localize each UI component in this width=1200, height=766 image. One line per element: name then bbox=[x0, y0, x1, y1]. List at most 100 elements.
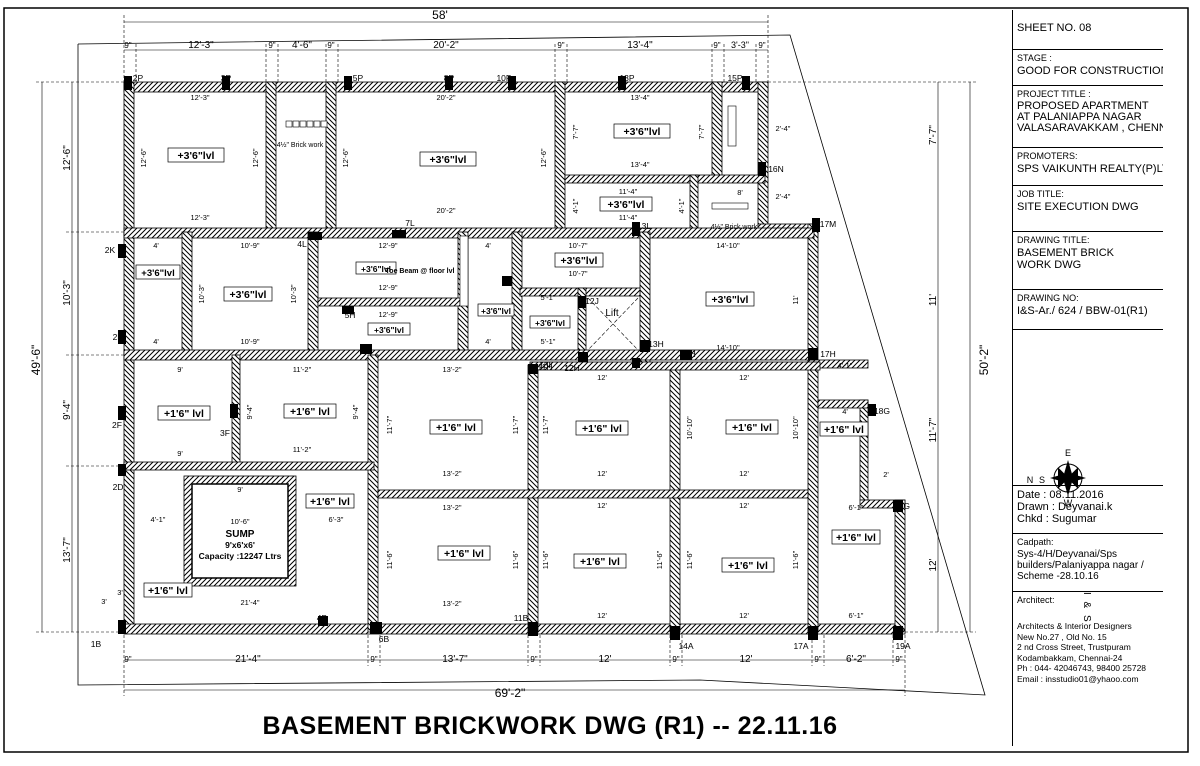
column-markers bbox=[118, 76, 903, 640]
room-dim: 11'-6" bbox=[511, 550, 520, 569]
level-tag: +3'6"lvl bbox=[481, 306, 511, 316]
drawn-value: Drawn : Deyvanai.k bbox=[1017, 501, 1113, 513]
level-tag: +1'6" lvl bbox=[728, 560, 768, 572]
bottom-dim-2: 13'-7" bbox=[442, 654, 468, 665]
architect-label: Architect: bbox=[1017, 595, 1055, 605]
top-dim-3: 20'-2" bbox=[433, 40, 459, 51]
col-label: 8P bbox=[444, 73, 455, 83]
drawing-title-line-2: WORK DWG bbox=[1017, 259, 1082, 271]
room-dim: 12'-6" bbox=[251, 148, 260, 167]
column-labels: 2P 3P 5P 8P 10P 13P 15P 16N 17M 13L 7L 4… bbox=[91, 73, 911, 651]
level-tag: +3'6"lvl bbox=[178, 150, 215, 162]
col-label: 1B bbox=[91, 639, 102, 649]
col-label: 13L bbox=[637, 221, 651, 231]
room-dim: 10'-9" bbox=[240, 241, 259, 250]
room-dim: 20'-2" bbox=[436, 93, 455, 102]
room-dim: 5'-1" bbox=[541, 337, 556, 346]
drawing-no-value: I&S-Ar./ 624 / BBW-01(R1) bbox=[1017, 305, 1148, 317]
col-label: 19A bbox=[895, 641, 910, 651]
cadpath-line-1: Sys-4/H/Deyvanai/Sps bbox=[1017, 549, 1118, 560]
room-dim: 12' bbox=[739, 501, 749, 510]
bottom-wall-2: 9" bbox=[370, 655, 377, 664]
level-tag: +3'6"lvl bbox=[361, 264, 391, 274]
room-dim: 4'-1" bbox=[151, 515, 166, 524]
drawing-main-title: BASEMENT BRICKWORK DWG (R1) -- 22.11.16 bbox=[262, 712, 838, 740]
compass-w: W bbox=[1064, 498, 1073, 508]
drawing-title-label: DRAWING TITLE: bbox=[1017, 235, 1090, 245]
col-label: 2P bbox=[133, 73, 144, 83]
col-label: 2H bbox=[113, 332, 124, 342]
room-dim: 11'-4" bbox=[619, 213, 638, 222]
room-dim: 12' bbox=[597, 501, 607, 510]
col-label: 13P bbox=[619, 73, 634, 83]
level-tags: +3'6"lvl +3'6"lvl +3'6"lvl +3'6"lvl +3'6… bbox=[135, 123, 881, 598]
level-tag: +3'6"lvl bbox=[624, 126, 661, 138]
room-dim: 11'-7" bbox=[385, 415, 394, 434]
right-dim-1: 7'-7" bbox=[928, 125, 939, 145]
sheet-border bbox=[3, 7, 1189, 753]
level-tag: +1'6" lvl bbox=[836, 532, 876, 544]
top-dim-1: 12'-3" bbox=[188, 40, 214, 51]
room-dim: 9' bbox=[177, 449, 183, 458]
compass-n: N bbox=[1027, 475, 1034, 485]
room-dim: 10'-9" bbox=[240, 337, 259, 346]
room-dim: 11'-6" bbox=[385, 550, 394, 569]
compass-cell bbox=[1013, 330, 1163, 486]
drawing-no-cell: DRAWING NO: I&S-Ar./ 624 / BBW-01(R1) bbox=[1013, 290, 1163, 330]
sump-inner bbox=[191, 483, 289, 579]
project-line-3: VALASARAVAKKAM , CHENNAI bbox=[1017, 122, 1163, 134]
room-dim: 10'-7" bbox=[568, 241, 587, 250]
room-dim: 11'-2" bbox=[293, 365, 312, 374]
bottom-dim-5: 6'-2" bbox=[846, 654, 866, 665]
stage-cell: STAGE : GOOD FOR CONSTRUCTION bbox=[1013, 50, 1163, 86]
toe-beam-note: Toe Beam @ floor lvl bbox=[386, 268, 455, 275]
brick-note: 4½" Brick work bbox=[277, 141, 324, 149]
right-overall-dim: 50'-2" bbox=[977, 345, 991, 376]
top-wall-4: 9" bbox=[557, 41, 564, 50]
room-dim: 12' bbox=[597, 611, 607, 620]
col-label: 11B bbox=[514, 613, 529, 623]
col-label: 3J bbox=[503, 275, 512, 285]
level-tag: +1'6" lvl bbox=[580, 556, 620, 568]
room-dim: 6'-3" bbox=[329, 515, 344, 524]
promoters-label: PROMOTERS: bbox=[1017, 151, 1078, 161]
room-dim: 9'-4" bbox=[351, 404, 360, 419]
sheet-number: SHEET NO. 08 bbox=[1017, 22, 1092, 34]
sump-capacity: Capacity :12247 Ltrs bbox=[199, 551, 282, 561]
checked-value: Chkd : Sugumar bbox=[1017, 513, 1097, 525]
title-block: SHEET NO. 08 STAGE : GOOD FOR CONSTRUCTI… bbox=[1012, 10, 1163, 746]
level-tag: +3'6"lvl bbox=[561, 255, 598, 267]
col-label: 19G bbox=[894, 501, 910, 511]
right-dim-3: 11'-7" bbox=[928, 417, 939, 442]
col-label: 5P bbox=[353, 73, 364, 83]
room-dim: 12'-9" bbox=[378, 310, 397, 319]
room-dim: 2'-4" bbox=[776, 192, 791, 201]
room-dim: 11'-6" bbox=[655, 550, 664, 569]
col-label: 14A bbox=[678, 641, 693, 651]
col-label: 4B bbox=[317, 613, 328, 623]
project-label: PROJECT TITLE : bbox=[1017, 89, 1091, 99]
top-wall-3: 9" bbox=[327, 41, 334, 50]
col-label: 3F bbox=[220, 428, 230, 438]
col-label: 15P bbox=[727, 73, 742, 83]
col-label: 14H bbox=[680, 349, 696, 359]
level-tag: +3'6"lvl bbox=[141, 268, 174, 279]
level-tag: +3'6"lvl bbox=[430, 154, 467, 166]
top-wall-2: 9" bbox=[268, 41, 275, 50]
room-dim: 10'-7" bbox=[568, 269, 587, 278]
room-dim: 12' bbox=[597, 373, 607, 382]
job-value: SITE EXECUTION DWG bbox=[1017, 201, 1139, 213]
room-dim: 21'-4" bbox=[240, 598, 259, 607]
job-label: JOB TITLE: bbox=[1017, 189, 1064, 199]
lift-shaft bbox=[587, 297, 639, 351]
room-dim: 11' bbox=[791, 295, 800, 305]
col-label: 3P bbox=[221, 73, 232, 83]
col-label: 2K bbox=[105, 245, 116, 255]
bottom-dim-3: 12' bbox=[598, 654, 611, 665]
room-dim: 13'-4" bbox=[630, 160, 649, 169]
room-dim: 7'-7" bbox=[571, 124, 580, 139]
top-wall-5: 9" bbox=[713, 41, 720, 50]
room-dim: 8' bbox=[737, 188, 743, 197]
room-dim: 12' bbox=[597, 469, 607, 478]
room-dim: 4'-1" bbox=[677, 198, 686, 213]
